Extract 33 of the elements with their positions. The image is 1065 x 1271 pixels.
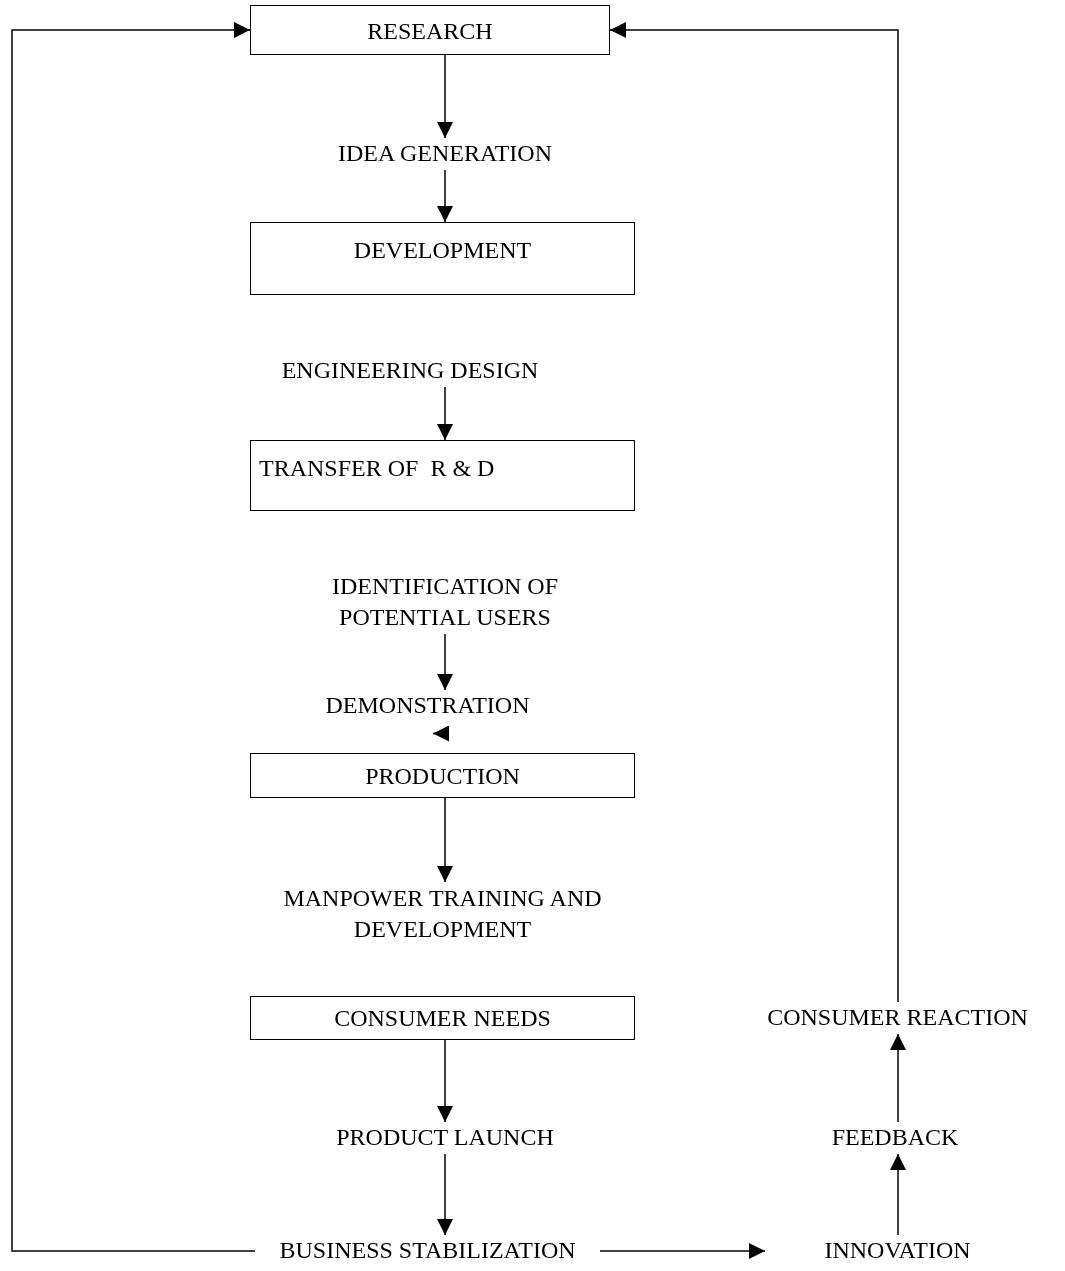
arrow [599,1243,766,1259]
arrow [437,54,453,139]
box-label: CONSUMER NEEDS [334,1004,551,1033]
step-label: INNOVATION [765,1235,1030,1267]
process-box [250,996,635,1040]
process-box [250,753,635,798]
arrow [437,169,453,223]
step-label: DEMONSTRATION [290,690,565,722]
step-label: BUSINESS STABILIZATION [255,1235,600,1267]
arrow [890,1153,906,1236]
process-box [250,5,610,55]
step-label: CONSUMER REACTION [735,1002,1060,1034]
box-label: PRODUCTION [365,762,520,791]
box-label: DEVELOPMENT [353,236,532,265]
arrow [437,1039,453,1123]
step-label: PRODUCT LAUNCH [295,1122,595,1154]
box-label: TRANSFER OF R & D [259,454,495,483]
process-box [250,222,635,295]
arrow [437,633,453,691]
step-label: IDENTIFICATION OF POTENTIAL USERS [285,570,605,634]
arrow [11,22,256,1252]
step-label: ENGINEERING DESIGN [250,355,570,387]
step-label: FEEDBACK [800,1122,990,1154]
arrow [432,725,449,742]
arrow [437,1153,453,1236]
arrow [437,386,453,441]
box-label: RESEARCH [367,17,493,46]
process-box [250,440,635,511]
arrow [609,22,899,1003]
arrow [437,797,453,883]
step-label: MANPOWER TRAINING AND DEVELOPMENT [265,882,620,946]
step-label: IDEA GENERATION [300,138,590,170]
arrow [890,1033,906,1123]
